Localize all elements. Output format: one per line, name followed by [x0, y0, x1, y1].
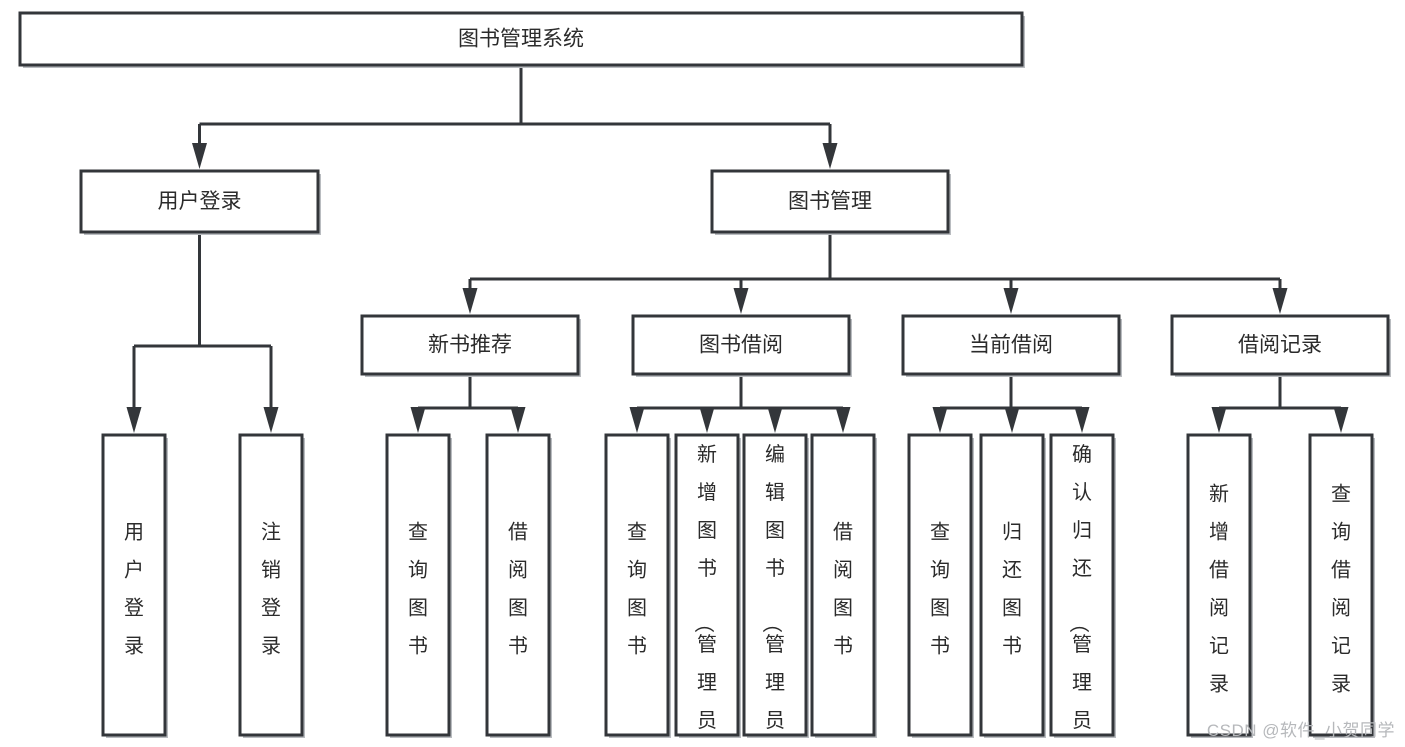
node-leaf-add-book[interactable]: 新增图书（管理员）	[674, 433, 741, 747]
edge-group-borrow-record	[1211, 374, 1349, 433]
node-leaf-edit-book[interactable]: 编辑图书（管理员）	[742, 433, 809, 747]
node-label: 确认归还（管理员）	[1067, 443, 1092, 747]
node-book-borrow[interactable]: 图书借阅	[631, 314, 852, 377]
node-label: 新书推荐	[428, 334, 512, 357]
node-box[interactable]	[1049, 433, 1115, 737]
node-box[interactable]	[810, 433, 876, 737]
node-box[interactable]	[631, 314, 851, 376]
node-box[interactable]	[485, 433, 551, 737]
node-leaf-query-book-2[interactable]: 查询图书	[604, 433, 671, 738]
node-box[interactable]	[674, 433, 740, 737]
edge-group-new-book-rec	[410, 374, 526, 433]
edge-group-root	[192, 65, 838, 169]
node-label: 查询图书	[627, 521, 647, 658]
edge-group-current-borrow	[932, 374, 1090, 433]
node-box[interactable]	[742, 433, 808, 737]
node-layer: 图书管理系统用户登录图书管理新书推荐图书借阅当前借阅借阅记录用户登录注销登录查询…	[18, 11, 1391, 747]
node-box[interactable]	[907, 433, 973, 737]
node-box[interactable]	[1308, 433, 1374, 737]
node-box[interactable]	[979, 433, 1045, 737]
node-leaf-user-login[interactable]: 用户登录	[101, 433, 168, 738]
node-leaf-query-book-1[interactable]: 查询图书	[385, 433, 452, 738]
node-label: 借阅图书	[508, 521, 528, 658]
edge-group-user-login	[126, 232, 279, 433]
node-leaf-query-book-3[interactable]: 查询图书	[907, 433, 974, 738]
node-box[interactable]	[901, 314, 1121, 376]
node-label: 用户登录	[124, 522, 144, 658]
node-user-login[interactable]: 用户登录	[79, 169, 321, 235]
node-book-manage[interactable]: 图书管理	[710, 169, 951, 235]
node-box[interactable]	[604, 433, 670, 737]
node-box[interactable]	[18, 11, 1024, 67]
node-root[interactable]: 图书管理系统	[18, 11, 1025, 68]
node-leaf-logout[interactable]: 注销登录	[238, 433, 305, 738]
node-box[interactable]	[385, 433, 451, 737]
node-label: 图书管理系统	[458, 28, 584, 51]
node-leaf-add-record[interactable]: 新增借阅记录	[1186, 433, 1253, 738]
edge-group-book-borrow	[629, 374, 851, 433]
node-label: 查询图书	[930, 521, 950, 658]
node-label: 借阅记录	[1238, 334, 1322, 357]
node-box[interactable]	[1170, 314, 1390, 376]
node-label: 注销登录	[261, 521, 281, 658]
node-label: 图书管理	[788, 190, 872, 213]
node-leaf-query-record[interactable]: 查询借阅记录	[1308, 433, 1375, 738]
node-box[interactable]	[101, 433, 167, 737]
node-label: 新增借阅记录	[1209, 483, 1229, 696]
node-current-borrow[interactable]: 当前借阅	[901, 314, 1122, 377]
node-label: 归还图书	[1002, 521, 1022, 658]
node-label: 查询借阅记录	[1331, 483, 1351, 696]
node-borrow-record[interactable]: 借阅记录	[1170, 314, 1391, 377]
node-leaf-borrow-book-1[interactable]: 借阅图书	[485, 433, 552, 738]
edge-group-book-manage	[462, 232, 1288, 314]
node-new-book-rec[interactable]: 新书推荐	[360, 314, 581, 377]
node-box[interactable]	[79, 169, 320, 234]
node-label: 当前借阅	[969, 334, 1053, 357]
edge-layer	[126, 65, 1349, 433]
node-leaf-return-book[interactable]: 归还图书	[979, 433, 1046, 738]
node-leaf-borrow-book-2[interactable]: 借阅图书	[810, 433, 877, 738]
node-box[interactable]	[710, 169, 950, 234]
node-label: 新增图书（管理员）	[692, 443, 717, 747]
node-box[interactable]	[1186, 433, 1252, 737]
node-box[interactable]	[238, 433, 304, 737]
node-label: 查询图书	[408, 521, 428, 658]
node-label: 编辑图书（管理员）	[760, 443, 785, 747]
node-label: 图书借阅	[699, 334, 783, 357]
node-box[interactable]	[360, 314, 580, 376]
node-label: 用户登录	[158, 190, 242, 213]
node-label: 借阅图书	[833, 521, 853, 658]
node-leaf-confirm-return[interactable]: 确认归还（管理员）	[1049, 433, 1116, 747]
